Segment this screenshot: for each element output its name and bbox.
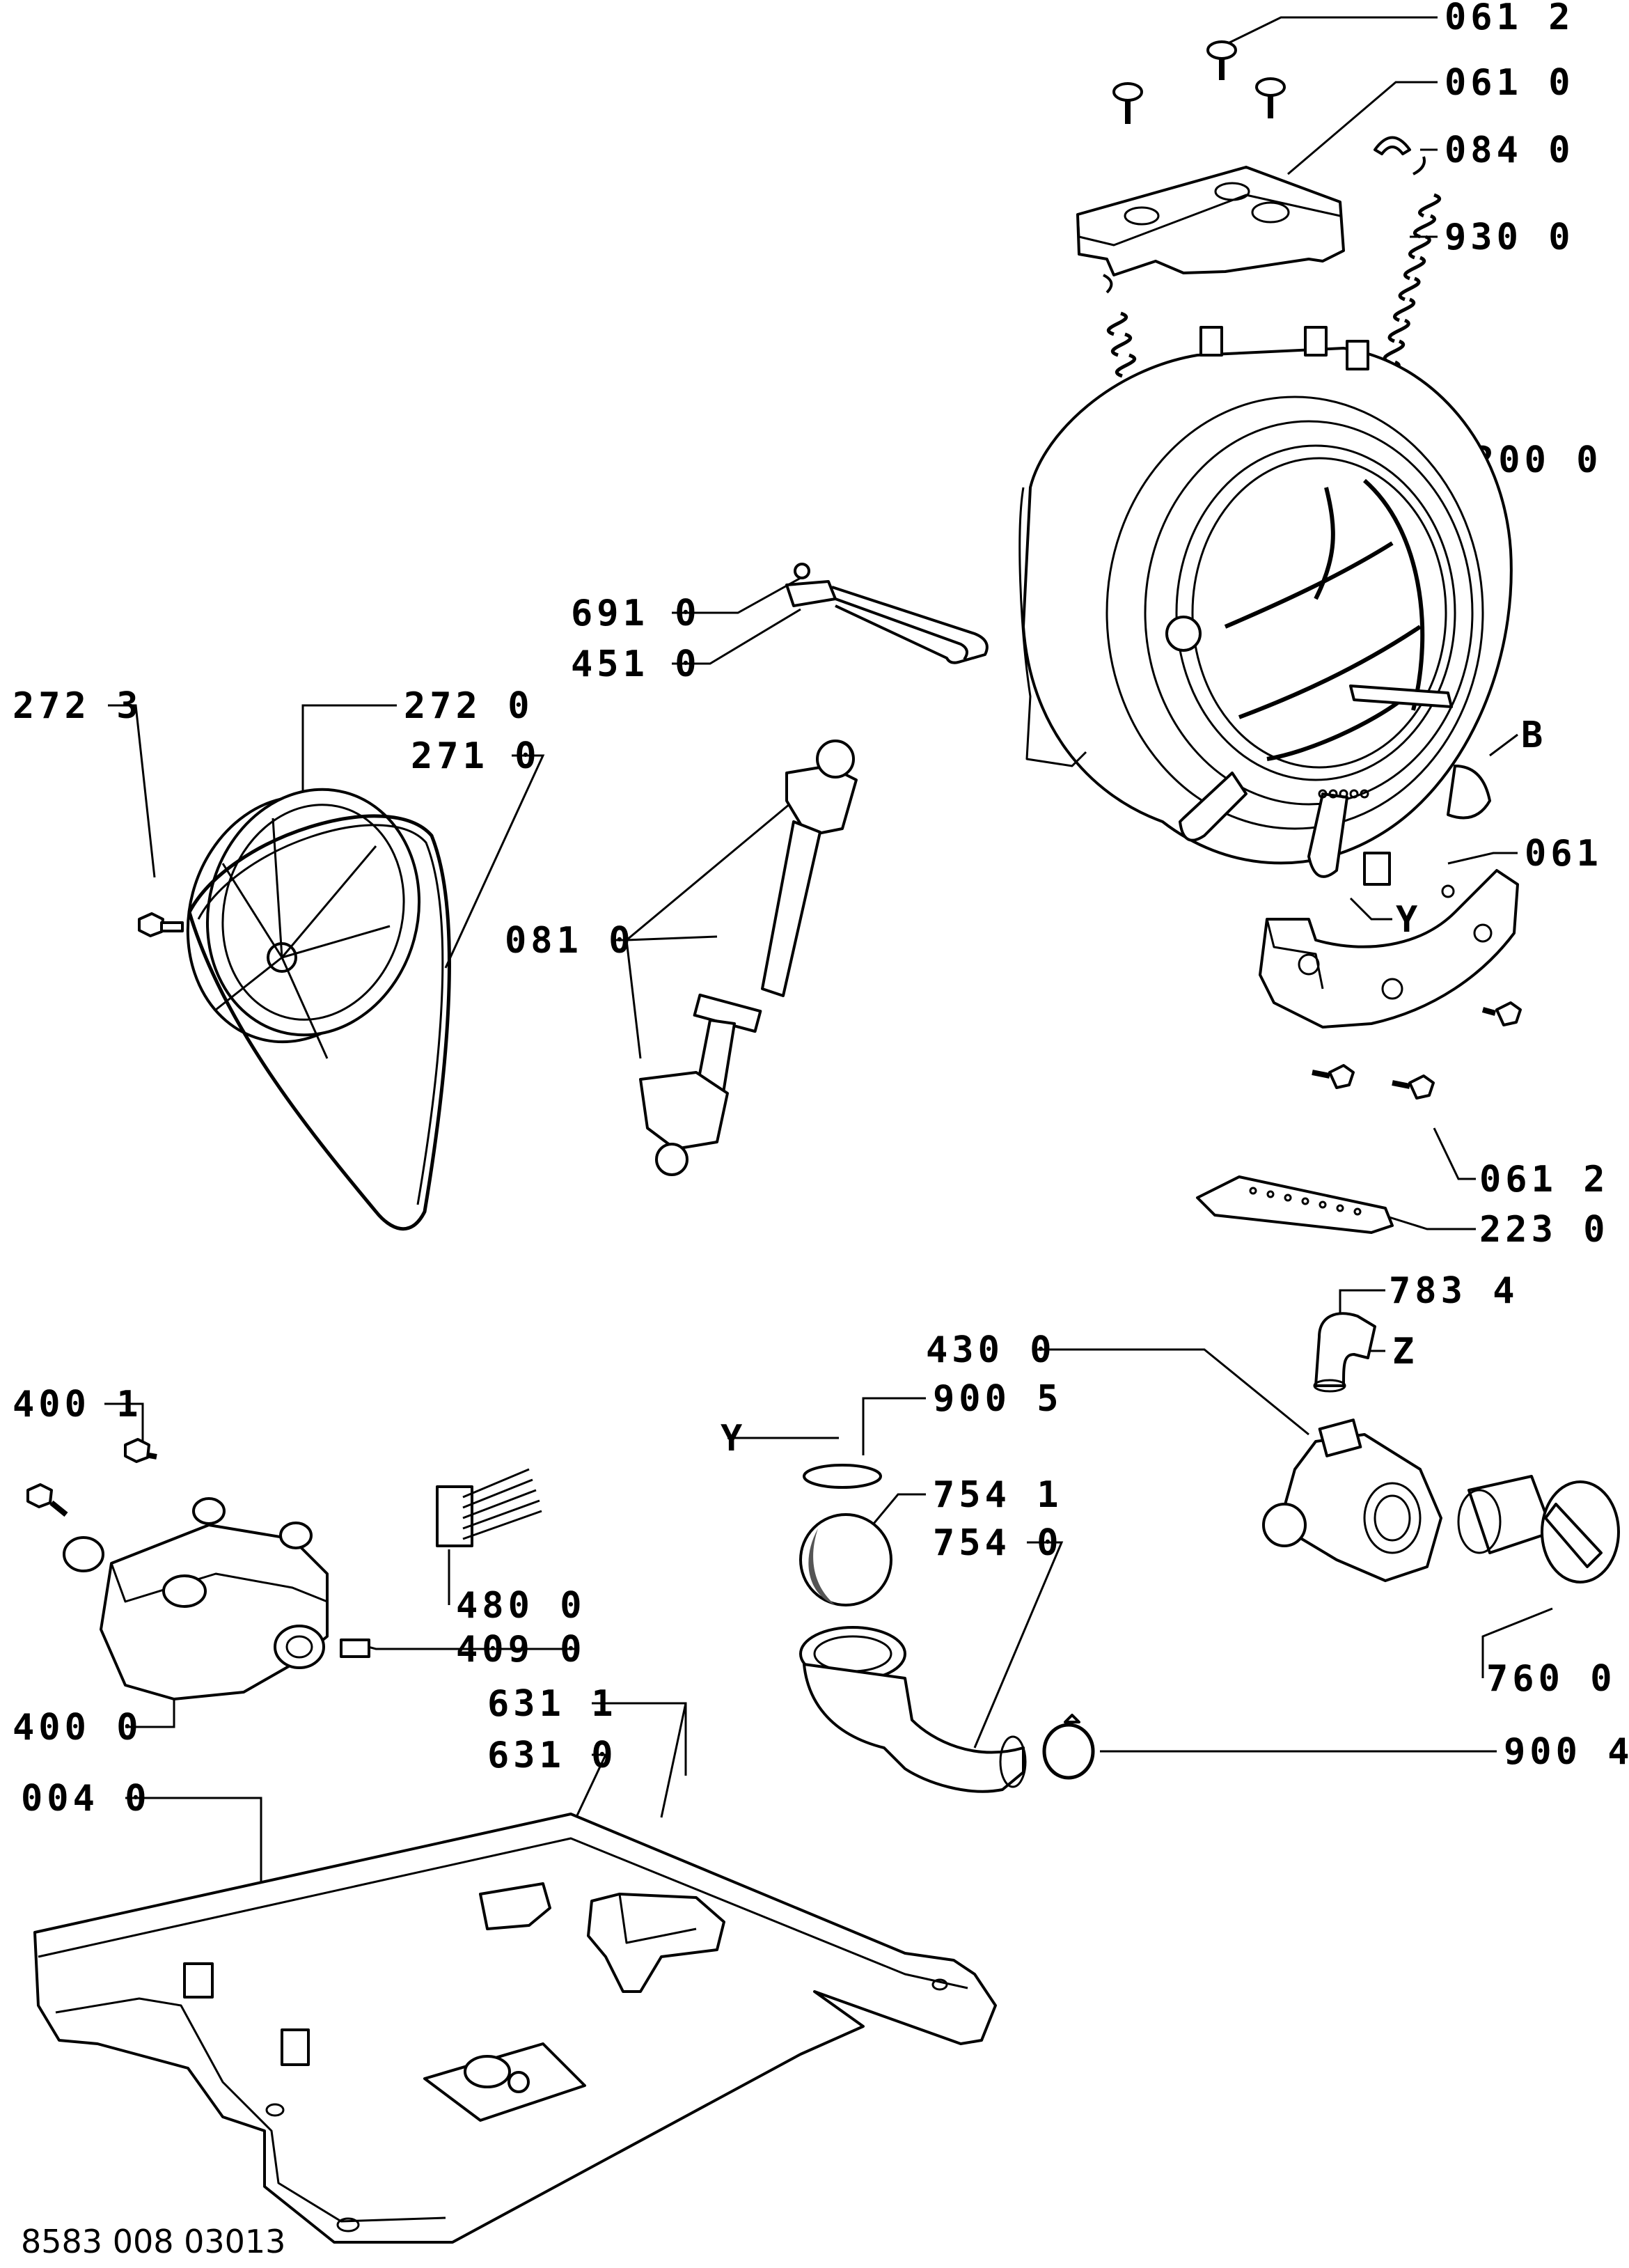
drum-lifter bbox=[1196, 1175, 1394, 1234]
label-400-1: 400 1 bbox=[13, 1384, 143, 1425]
heating-element bbox=[785, 563, 989, 664]
top-counterweight bbox=[1076, 166, 1345, 276]
hose-clamp bbox=[1042, 1714, 1095, 1780]
drive-motor bbox=[63, 1497, 329, 1700]
screw-top-right bbox=[1255, 77, 1286, 118]
label-930-0: 930 0 bbox=[1445, 217, 1575, 258]
label-061-1: 061 1 bbox=[1525, 833, 1629, 875]
label-451-0: 451 0 bbox=[571, 643, 701, 685]
shock-absorber bbox=[639, 740, 858, 1176]
label-061-0: 061 0 bbox=[1445, 62, 1575, 104]
label-B: B bbox=[1521, 714, 1547, 756]
label-Y-drum: Y bbox=[1396, 899, 1422, 941]
label-754-0: 754 0 bbox=[933, 1522, 1063, 1564]
label-272-0: 272 0 bbox=[404, 685, 534, 727]
label-900-5: 900 5 bbox=[933, 1378, 1063, 1420]
drain-hose bbox=[799, 1626, 1027, 1793]
base-foot-clip bbox=[479, 1882, 551, 1930]
motor-screw-lower bbox=[26, 1483, 68, 1517]
label-Y-gasket: Y bbox=[721, 1418, 746, 1460]
drum-pulley bbox=[186, 788, 421, 1059]
pump-filter bbox=[1457, 1475, 1620, 1583]
label-900-4: 900 4 bbox=[1504, 1731, 1629, 1773]
label-631-0: 631 0 bbox=[487, 1735, 617, 1776]
label-004-0: 004 0 bbox=[21, 1778, 151, 1820]
label-754-1: 754 1 bbox=[933, 1474, 1063, 1516]
label-691-0: 691 0 bbox=[571, 593, 701, 634]
base-plate bbox=[33, 1813, 997, 2244]
wiring-connector bbox=[436, 1468, 542, 1547]
label-084-0: 084 0 bbox=[1445, 130, 1575, 171]
base-bracket bbox=[587, 1893, 725, 1993]
label-783-4: 783 4 bbox=[1389, 1270, 1519, 1312]
hose-clip bbox=[1374, 136, 1411, 155]
pulley-screw bbox=[138, 912, 184, 937]
counterweight-screw-mid bbox=[1392, 1074, 1435, 1100]
drum-tub bbox=[1018, 326, 1513, 886]
label-061-2-mid: 061 2 bbox=[1479, 1159, 1610, 1201]
part-labels: 061 2 061 0 084 0 930 0 200 0 691 0 451 … bbox=[13, 0, 1629, 2260]
screw-top-left bbox=[1112, 82, 1143, 124]
label-400-0: 400 0 bbox=[13, 1707, 143, 1749]
label-081-0: 081 0 bbox=[505, 920, 635, 962]
counterweight-screw-left bbox=[1312, 1064, 1355, 1089]
label-430-0: 430 0 bbox=[926, 1329, 1056, 1371]
front-counterweight bbox=[1259, 869, 1519, 1029]
label-Z: Z bbox=[1392, 1331, 1418, 1372]
screw-top-center bbox=[1206, 40, 1237, 80]
label-760-0: 760 0 bbox=[1486, 1658, 1616, 1700]
check-ball bbox=[799, 1513, 892, 1606]
leader-lines bbox=[104, 16, 1553, 1898]
label-271-0: 271 0 bbox=[411, 735, 541, 777]
label-631-1: 631 1 bbox=[487, 1683, 617, 1725]
drive-belt bbox=[187, 814, 451, 1231]
label-409-0: 409 0 bbox=[456, 1629, 586, 1671]
label-480-0: 480 0 bbox=[456, 1585, 586, 1627]
gasket-ring bbox=[803, 1464, 882, 1489]
label-061-2-top: 061 2 bbox=[1445, 0, 1575, 38]
counterweight-screw-right bbox=[1481, 1001, 1522, 1026]
carbon-brush bbox=[340, 1639, 370, 1658]
label-223-0: 223 0 bbox=[1479, 1209, 1610, 1251]
motor-screw-upper bbox=[124, 1438, 157, 1463]
drain-elbow bbox=[1313, 1312, 1376, 1393]
document-number: 8583 008 03013 bbox=[21, 2223, 285, 2260]
drain-pump bbox=[1262, 1418, 1442, 1582]
label-272-3: 272 3 bbox=[13, 685, 143, 727]
